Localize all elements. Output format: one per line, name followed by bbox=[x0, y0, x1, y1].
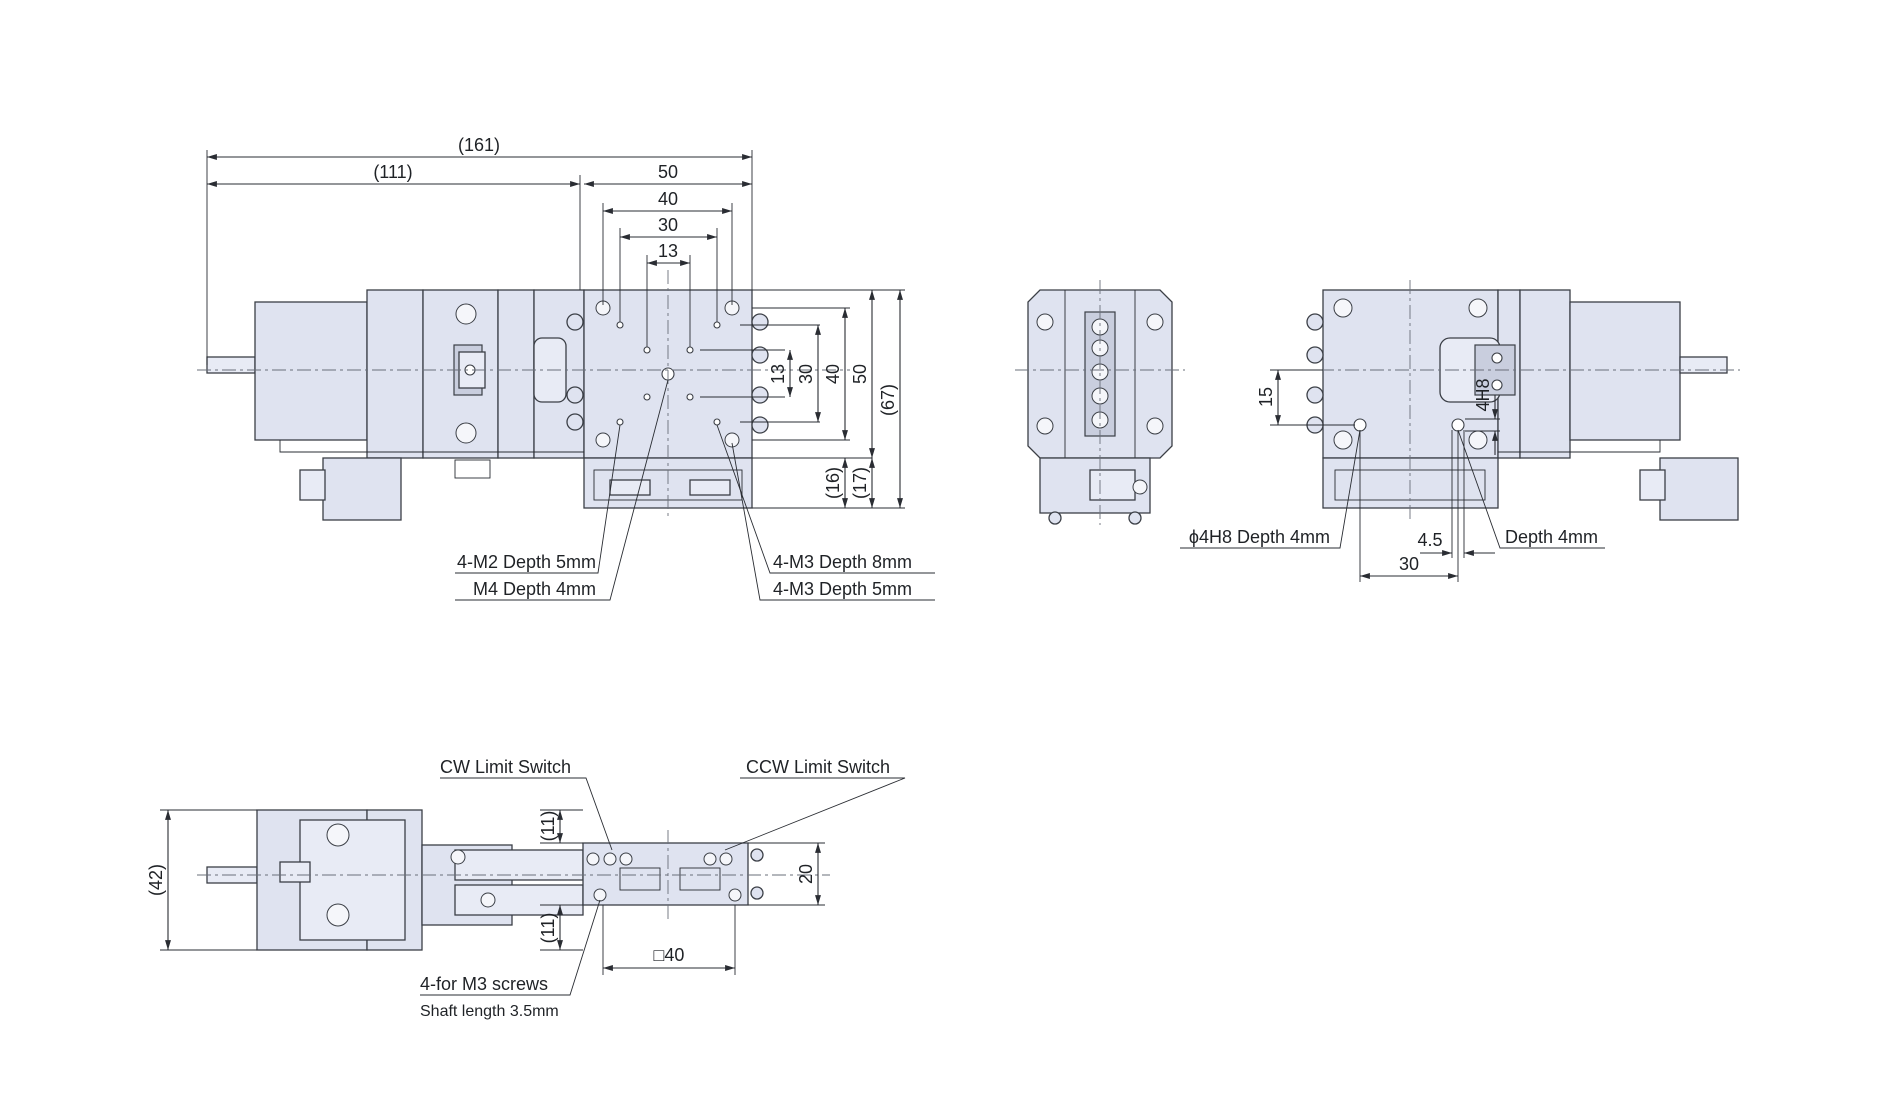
callout-depth: Depth 4mm bbox=[1505, 527, 1598, 547]
dim-square-40: □40 bbox=[654, 945, 685, 965]
dim-v-13: 13 bbox=[768, 364, 788, 384]
callout-m3-5: 4-M3 Depth 5mm bbox=[773, 579, 912, 599]
dim-motor-length: (111) bbox=[373, 162, 412, 182]
dim-hole-pitch-40: 40 bbox=[658, 189, 678, 209]
rear-motor-body bbox=[1569, 301, 1681, 441]
side-stage bbox=[582, 842, 749, 906]
callout-m2: 4-M2 Depth 5mm bbox=[457, 552, 596, 572]
callout-cw-limit-switch: CW Limit Switch bbox=[440, 757, 571, 777]
sensor-box bbox=[322, 457, 402, 521]
table-holes bbox=[595, 300, 740, 448]
callout-m3-8: 4-M3 Depth 8mm bbox=[773, 552, 912, 572]
dim-h-4-5: 4.5 bbox=[1417, 530, 1442, 550]
dim-v-16: (16) bbox=[823, 467, 843, 499]
dim-v-11-bottom: (11) bbox=[538, 913, 558, 944]
dim-v-30: 30 bbox=[796, 364, 816, 384]
dim-v-67: (67) bbox=[878, 384, 898, 416]
dim-v-40: 40 bbox=[823, 364, 843, 384]
dim-v-11-top: (11) bbox=[538, 811, 558, 842]
callout-m4: M4 Depth 4mm bbox=[473, 579, 596, 599]
coupling-housing bbox=[366, 289, 424, 459]
dim-hole-pitch-30: 30 bbox=[658, 215, 678, 235]
dim-hole-pitch-13: 13 bbox=[658, 241, 678, 261]
callout-pin-hole: ϕ4H8 Depth 4mm bbox=[1189, 527, 1330, 547]
callout-m3-screws: 4-for M3 screws bbox=[420, 974, 548, 994]
dim-overall-length: (161) bbox=[458, 135, 500, 155]
rear-view: 15 4H8 30 4.5 ϕ4H8 Depth 4mm Depth 4mm bbox=[1180, 280, 1740, 582]
dim-v-15: 15 bbox=[1256, 387, 1276, 407]
dim-v-17: (17) bbox=[850, 467, 870, 499]
dim-height-42: (42) bbox=[146, 864, 166, 896]
callout-shaft-length: Shaft length 3.5mm bbox=[420, 1003, 559, 1020]
callout-ccw-limit-switch: CCW Limit Switch bbox=[746, 757, 890, 777]
dim-4h8: 4H8 bbox=[1473, 378, 1493, 411]
end-view bbox=[1015, 280, 1185, 525]
front-view: (161) (111) 50 40 30 13 13 30 40 50 (67)… bbox=[197, 135, 935, 601]
dim-v-20: 20 bbox=[796, 864, 816, 884]
motor-body bbox=[254, 301, 368, 441]
side-view: (42) (11) (11) 20 □40 CW Limit Switch CC… bbox=[146, 757, 906, 1020]
rear-motor-shaft bbox=[1679, 356, 1728, 374]
dim-table-width: 50 bbox=[658, 162, 678, 182]
dim-v-50: 50 bbox=[850, 364, 870, 384]
motor-shaft bbox=[206, 356, 256, 374]
dim-h-30: 30 bbox=[1399, 554, 1419, 574]
